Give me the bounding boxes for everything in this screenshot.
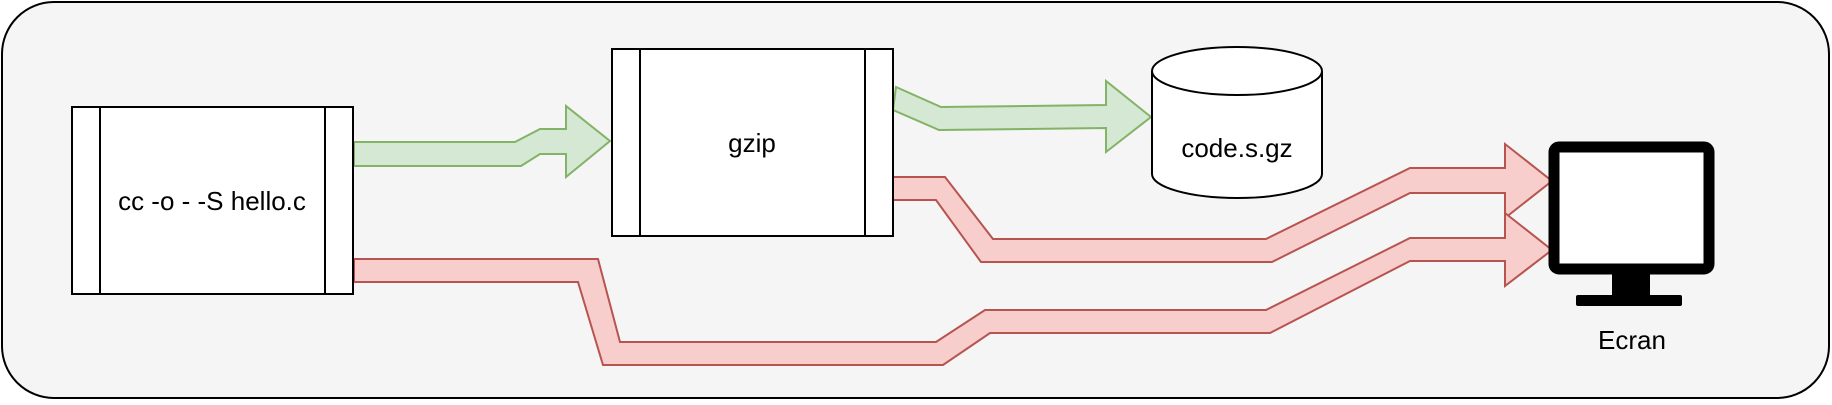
- compile-label: cc -o - -S hello.c: [118, 186, 306, 216]
- file-label: code.s.gz: [1181, 133, 1292, 163]
- monitor-neck: [1612, 271, 1650, 296]
- stdout-arrow-gzip-to-file: [891, 78, 1153, 155]
- stderr-arrow-compile-to-screen: [353, 210, 1554, 366]
- process-box-compile[interactable]: cc -o - -S hello.c: [71, 106, 354, 295]
- process-box-outline: [611, 48, 894, 237]
- monitor-base: [1576, 295, 1682, 306]
- stderr-arrow-gzip-to-screen: [892, 141, 1554, 263]
- gzip-label: gzip: [728, 128, 776, 158]
- process-box-outline: [71, 106, 354, 295]
- monitor-icon: [1548, 141, 1715, 306]
- process-box-gzip[interactable]: gzip: [611, 48, 894, 237]
- screen-label: Ecran: [1598, 325, 1666, 355]
- cylinder-body: [1151, 46, 1323, 199]
- screen-node[interactable]: Ecran: [1548, 141, 1715, 355]
- cylinder-top-rim: [1151, 70, 1323, 96]
- monitor-screen: [1548, 141, 1715, 275]
- stdout-arrow-compile-to-gzip: [353, 103, 612, 180]
- file-cylinder[interactable]: code.s.gz: [1151, 46, 1323, 199]
